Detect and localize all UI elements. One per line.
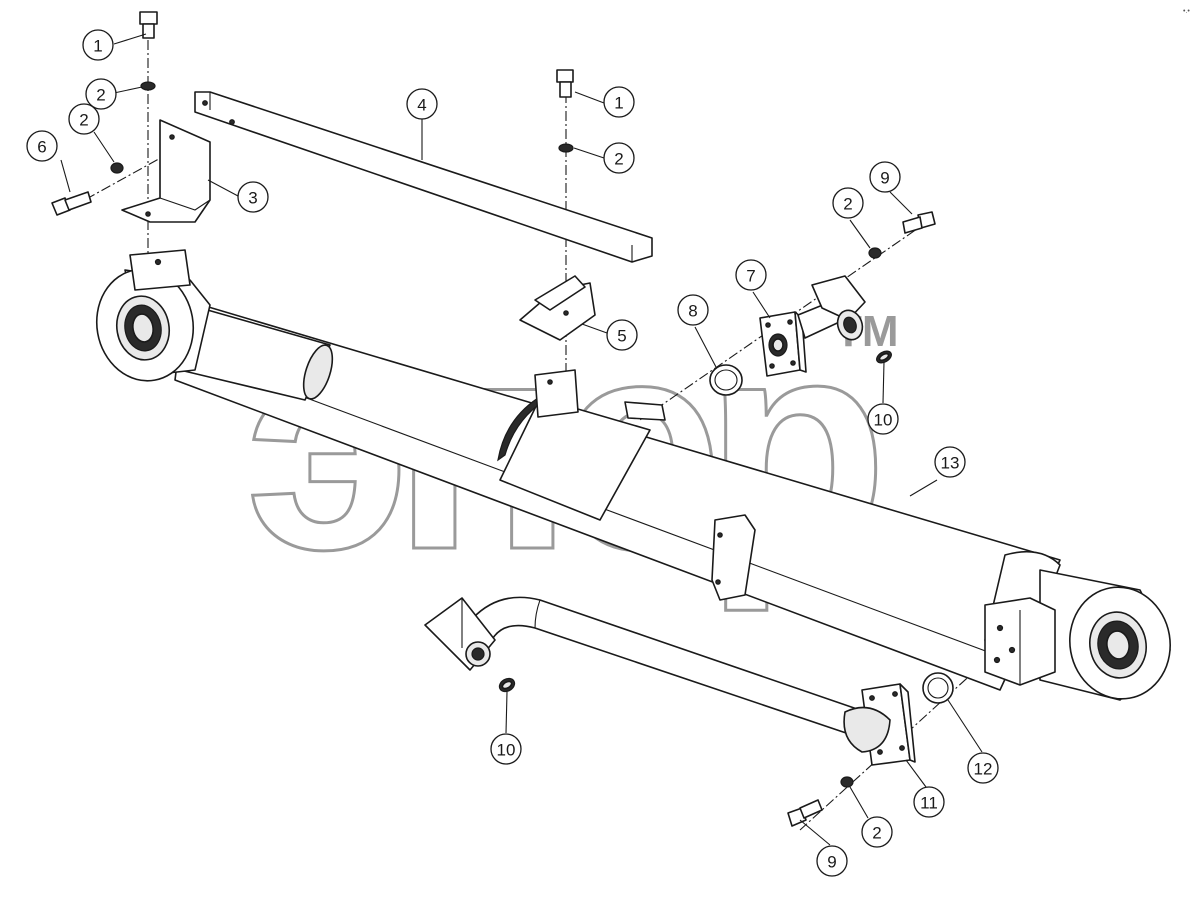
callout-circle bbox=[85, 78, 117, 110]
callout-circle bbox=[934, 446, 966, 478]
callout-c2b: 2 bbox=[68, 103, 100, 135]
callout-circle bbox=[82, 29, 114, 61]
washer-2e bbox=[840, 776, 854, 788]
callout-number: 3 bbox=[248, 189, 257, 208]
washer-2d bbox=[868, 247, 882, 259]
callout-circle bbox=[816, 845, 848, 877]
callout-number: 1 bbox=[93, 37, 102, 56]
callout-c10a: 10 bbox=[867, 403, 899, 435]
callout-c4: 4 bbox=[406, 88, 438, 120]
callout-number: 2 bbox=[872, 824, 881, 843]
mid-bottom-mount bbox=[711, 514, 756, 601]
callout-circle bbox=[603, 86, 635, 118]
callout-number: 2 bbox=[614, 150, 623, 169]
callout-c2a: 2 bbox=[85, 78, 117, 110]
callout-number: 4 bbox=[417, 96, 426, 115]
callout-c9a: 9 bbox=[869, 161, 901, 193]
callout-c5: 5 bbox=[606, 319, 638, 351]
rod-eye-left bbox=[95, 249, 211, 382]
callout-number: 8 bbox=[688, 302, 697, 321]
callout-number: 10 bbox=[874, 411, 893, 430]
callout-c8: 8 bbox=[677, 294, 709, 326]
angle-bracket bbox=[121, 119, 211, 223]
callout-number: 9 bbox=[827, 853, 836, 872]
bolt-6 bbox=[51, 191, 92, 216]
callout-c10b: 10 bbox=[490, 733, 522, 765]
callout-c2c: 2 bbox=[603, 142, 635, 174]
washer-2a bbox=[140, 81, 156, 91]
callout-circle bbox=[967, 752, 999, 784]
callout-c2e: 2 bbox=[861, 816, 893, 848]
callout-circle bbox=[68, 103, 100, 135]
callout-number: 1 bbox=[614, 94, 623, 113]
elbow-fitting-top bbox=[797, 275, 866, 341]
callout-c1b: 1 bbox=[603, 86, 635, 118]
flange-7 bbox=[759, 311, 807, 377]
callout-circle bbox=[606, 319, 638, 351]
bolt-9a bbox=[902, 211, 936, 234]
callout-circle bbox=[861, 816, 893, 848]
pipe-assembly-11 bbox=[424, 596, 916, 766]
callout-circle bbox=[913, 786, 945, 818]
callout-number: 12 bbox=[974, 760, 993, 779]
callout-c3: 3 bbox=[237, 181, 269, 213]
callout-c11: 11 bbox=[913, 786, 945, 818]
callout-number: 6 bbox=[37, 138, 46, 157]
callout-circle bbox=[237, 181, 269, 213]
seal-ring-12 bbox=[922, 672, 954, 704]
callout-circle bbox=[490, 733, 522, 765]
callout-circle bbox=[26, 130, 58, 162]
leader-lines bbox=[60, 33, 983, 846]
callout-circle bbox=[677, 294, 709, 326]
callout-number: 9 bbox=[880, 169, 889, 188]
callout-c6: 6 bbox=[26, 130, 58, 162]
callout-number: 7 bbox=[746, 267, 755, 286]
callout-number: 13 bbox=[941, 454, 960, 473]
bolt-9b bbox=[787, 799, 823, 827]
washer-2c bbox=[558, 143, 574, 153]
callout-c9b: 9 bbox=[816, 845, 848, 877]
callout-number: 10 bbox=[497, 741, 516, 760]
callout-number: 5 bbox=[617, 327, 626, 346]
callout-circle bbox=[735, 259, 767, 291]
callout-number: 2 bbox=[79, 111, 88, 130]
clip-bracket bbox=[519, 275, 596, 341]
callout-circle bbox=[603, 142, 635, 174]
callout-circle bbox=[832, 187, 864, 219]
corner-mark: •.• bbox=[1183, 8, 1190, 15]
callout-number: 2 bbox=[843, 195, 852, 214]
support-bar bbox=[194, 91, 653, 263]
callout-circle bbox=[869, 161, 901, 193]
callout-c2d: 2 bbox=[832, 187, 864, 219]
callout-circle bbox=[406, 88, 438, 120]
callout-c12: 12 bbox=[967, 752, 999, 784]
callout-number: 11 bbox=[920, 794, 938, 813]
bolt-1b bbox=[556, 69, 574, 98]
barrel-port-block bbox=[984, 597, 1056, 686]
callout-c7: 7 bbox=[735, 259, 767, 291]
callout-number: 2 bbox=[96, 86, 105, 105]
washer-2b bbox=[110, 162, 124, 174]
callout-c13: 13 bbox=[934, 446, 966, 478]
bolt-1a bbox=[139, 11, 158, 39]
barrel-eye-right bbox=[1039, 569, 1171, 701]
callout-c1a: 1 bbox=[82, 29, 114, 61]
callout-circle bbox=[867, 403, 899, 435]
hydraulic-cylinder bbox=[95, 249, 1171, 701]
